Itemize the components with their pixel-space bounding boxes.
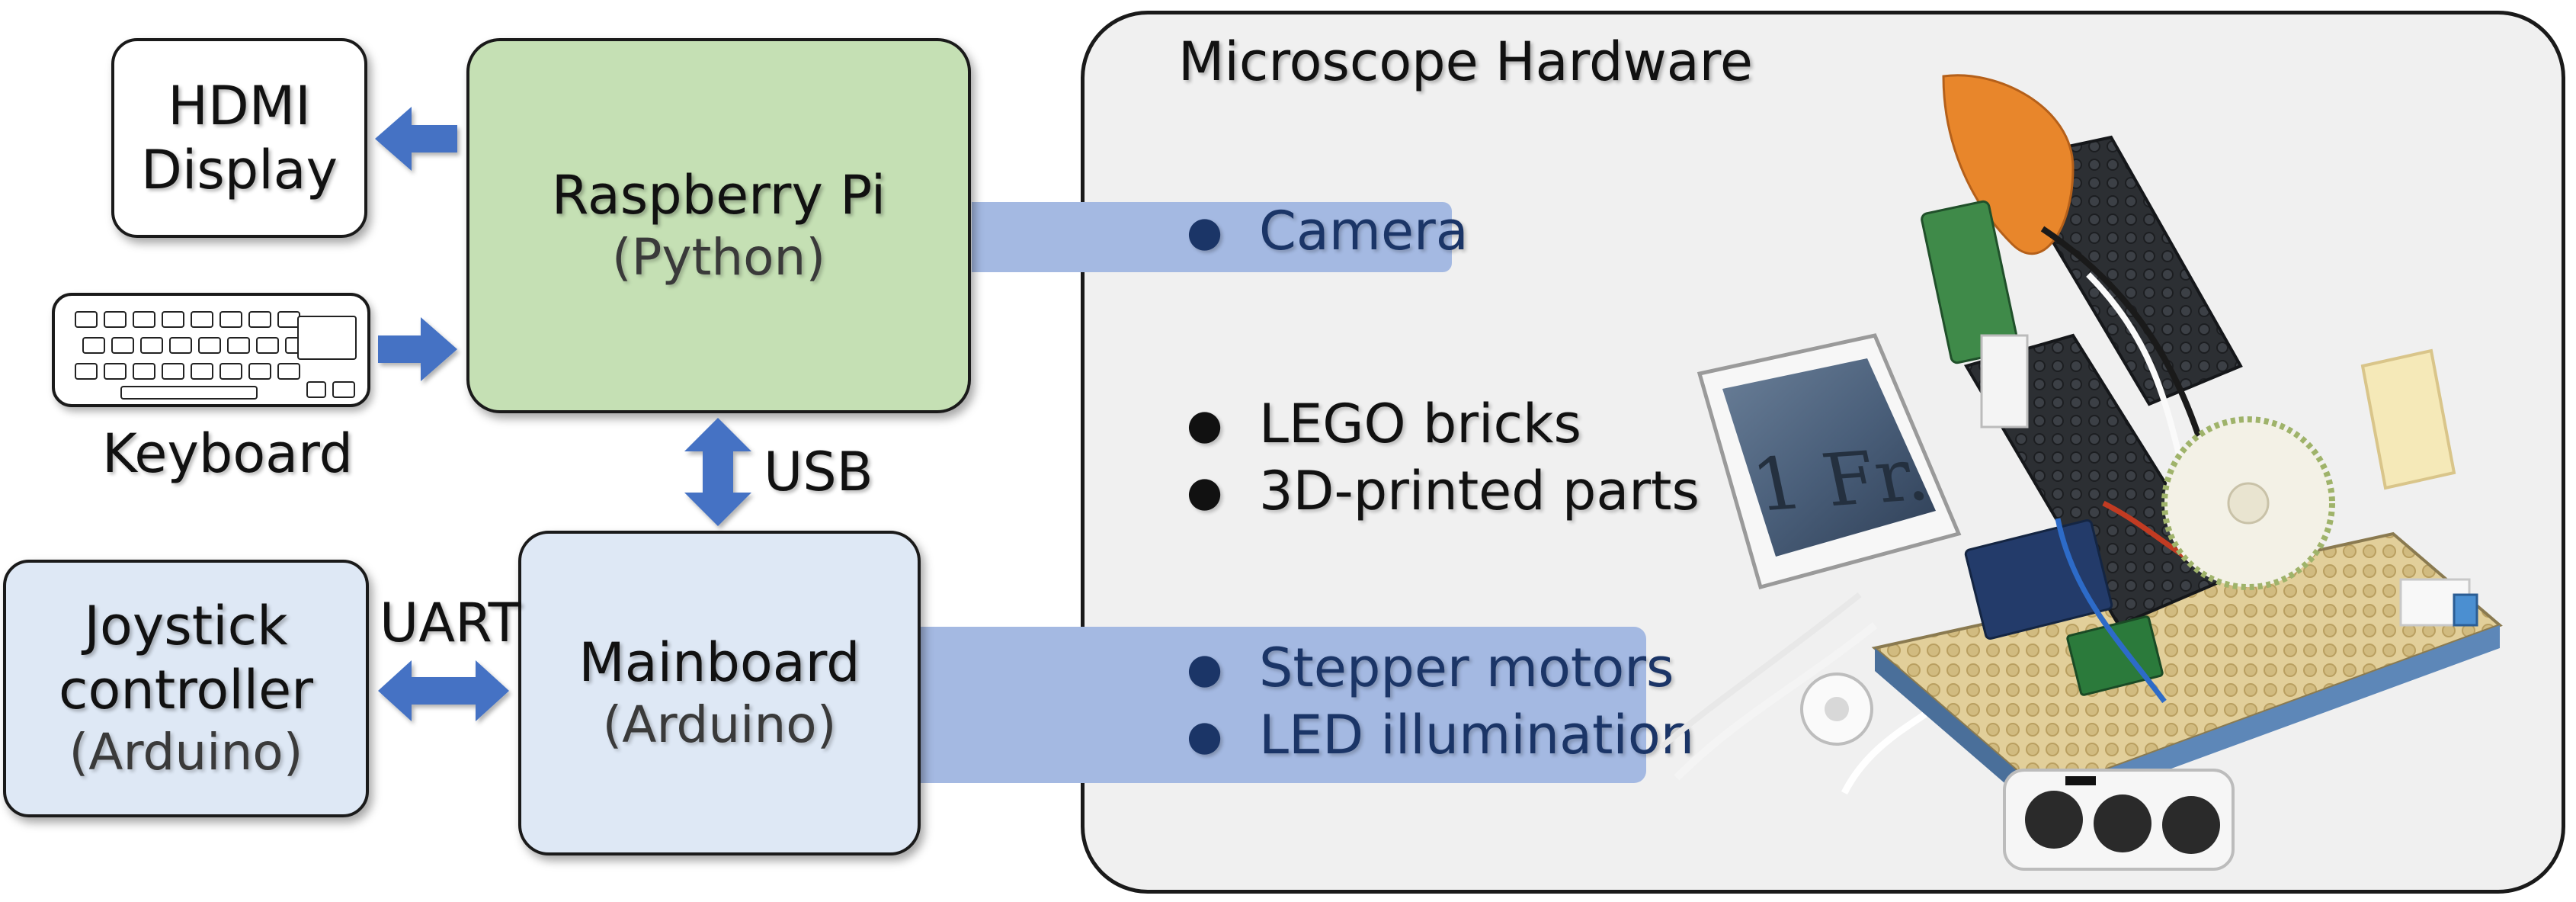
steppers-label: Stepper motors bbox=[1259, 637, 1674, 699]
keyboard-key bbox=[306, 381, 326, 398]
bullet-dot: ● bbox=[1187, 207, 1223, 255]
bullet-dot: ● bbox=[1187, 467, 1223, 515]
joystick-line3: (Arduino) bbox=[69, 723, 303, 782]
keyboard-key bbox=[133, 311, 155, 328]
uart-label: UART bbox=[380, 592, 521, 654]
keyboard-key bbox=[191, 311, 213, 328]
joystick-knob-icon bbox=[2162, 796, 2220, 854]
usb-double-arrow bbox=[684, 418, 751, 526]
white-bracket bbox=[1980, 334, 2029, 429]
keyboard-key bbox=[227, 337, 250, 354]
microscope-photo: 1 Fr. bbox=[1659, 74, 2503, 871]
mainboard-box: Mainboard (Arduino) bbox=[518, 531, 921, 855]
camera-link-band bbox=[972, 202, 1452, 272]
keyboard-key bbox=[104, 311, 127, 328]
hdmi-display-line2: Display bbox=[140, 139, 338, 201]
keyboard-key bbox=[277, 363, 300, 380]
keyboard-key bbox=[104, 363, 127, 380]
keyboard-label: Keyboard bbox=[102, 422, 354, 485]
keyboard-key bbox=[75, 363, 98, 380]
photo-screen-text: 1 Fr. bbox=[1745, 432, 1935, 528]
joystick-oled bbox=[2065, 776, 2096, 785]
raspberry-pi-title: Raspberry Pi bbox=[551, 164, 886, 227]
arrow-to-display bbox=[375, 107, 457, 171]
keyboard-key bbox=[133, 363, 155, 380]
hdmi-display-line1: HDMI bbox=[168, 75, 311, 137]
keyboard-key bbox=[162, 311, 184, 328]
keyboard-icon bbox=[52, 293, 370, 407]
cable bbox=[1674, 622, 1878, 781]
keyboard-key bbox=[140, 337, 163, 354]
bullet-dot: ● bbox=[1187, 644, 1223, 692]
mainboard-link-band bbox=[921, 627, 1646, 783]
keyboard-key bbox=[191, 363, 213, 380]
bullet-dot: ● bbox=[1187, 711, 1223, 759]
bullet-camera: ● Camera bbox=[1177, 200, 1469, 262]
joystick-knob-icon bbox=[2094, 794, 2151, 852]
bullet-lego: ● LEGO bricks bbox=[1177, 393, 1581, 455]
mainboard-subtitle: (Arduino) bbox=[602, 695, 837, 755]
hdmi-display-box: HDMI Display bbox=[111, 38, 367, 238]
keyboard-key bbox=[219, 311, 242, 328]
raspberry-pi-box: Raspberry Pi (Python) bbox=[466, 38, 971, 413]
keyboard-spacebar bbox=[120, 386, 258, 400]
joystick-line2: controller bbox=[59, 659, 313, 722]
lego-label: LEGO bricks bbox=[1259, 393, 1581, 455]
blue-lego-block bbox=[2453, 593, 2478, 627]
bullet-dot: ● bbox=[1187, 400, 1223, 448]
wire-black bbox=[2040, 226, 2213, 474]
joystick-line1: Joystick bbox=[84, 595, 288, 658]
mainboard-pcb bbox=[1964, 518, 2113, 640]
cable-reel-hub bbox=[1825, 697, 1849, 721]
keyboard-key bbox=[248, 363, 271, 380]
hdmi-display-screen bbox=[1722, 358, 1936, 557]
keyboard-key bbox=[332, 381, 355, 398]
keyboard-key bbox=[219, 363, 242, 380]
stage-center bbox=[2227, 482, 2270, 525]
wire-blue bbox=[2055, 518, 2167, 704]
led-label: LED illumination bbox=[1259, 704, 1695, 766]
keyboard-keys bbox=[55, 296, 367, 404]
keyboard-key bbox=[82, 337, 105, 354]
baseplate-edge bbox=[2043, 625, 2500, 816]
keyboard-key bbox=[169, 337, 192, 354]
usb-label: USB bbox=[764, 441, 873, 503]
joystick-controller-box: Joystick controller (Arduino) bbox=[3, 560, 369, 817]
bullet-led: ● LED illumination bbox=[1177, 704, 1694, 766]
keyboard-touchpad bbox=[297, 316, 357, 360]
baseplate-edge-left bbox=[1875, 648, 2043, 816]
keyboard-key bbox=[248, 311, 271, 328]
printed-label: 3D-printed parts bbox=[1259, 460, 1700, 522]
camera-label: Camera bbox=[1259, 200, 1469, 262]
keyboard-key bbox=[198, 337, 221, 354]
mainboard-title: Mainboard bbox=[578, 631, 860, 695]
bullet-3d-printed: ● 3D-printed parts bbox=[1177, 460, 1700, 522]
joystick-knob-icon bbox=[2025, 791, 2083, 849]
keyboard-key bbox=[111, 337, 134, 354]
keyboard-key bbox=[256, 337, 279, 354]
keyboard-key bbox=[75, 311, 98, 328]
cable bbox=[1659, 592, 1862, 750]
keyboard-key bbox=[162, 363, 184, 380]
raspberry-pi-subtitle: (Python) bbox=[611, 228, 826, 287]
led-illumination-panel bbox=[2360, 348, 2456, 490]
bullet-steppers: ● Stepper motors bbox=[1177, 637, 1674, 699]
arrow-from-keyboard bbox=[378, 317, 457, 381]
wire-white bbox=[2086, 272, 2183, 458]
uart-double-arrow bbox=[378, 660, 509, 721]
hardware-panel-title: Microscope Hardware bbox=[1178, 30, 1753, 93]
